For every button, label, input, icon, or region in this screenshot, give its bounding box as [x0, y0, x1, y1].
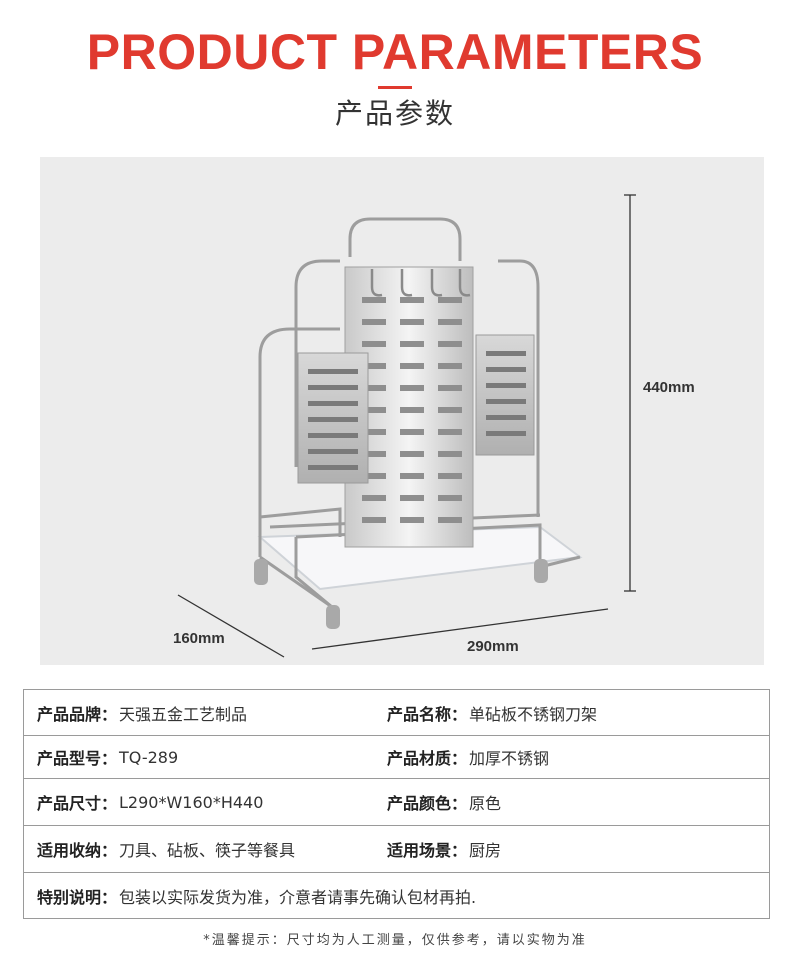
- width-dimension-label: 290mm: [467, 638, 519, 655]
- spec-value: 厨房: [469, 841, 502, 860]
- spec-value: L290*W160*H440: [119, 792, 264, 812]
- spec-note-row: 特别说明： 包装以实际发货为准，介意者请事先确认包材再拍.: [24, 873, 769, 918]
- spec-value: 天强五金工艺制品: [119, 704, 248, 724]
- spec-label: 产品材质：: [387, 749, 468, 768]
- product-photo: 440mm 160mm 290mm: [40, 157, 764, 665]
- rack-foot: [254, 559, 268, 585]
- spec-label: 适用场景：: [387, 841, 468, 860]
- spec-value: 单砧板不锈钢刀架: [469, 704, 598, 724]
- spec-note-label: 特别说明：: [37, 887, 118, 907]
- spec-value: 加厚不锈钢: [469, 749, 550, 768]
- spec-note-value: 包装以实际发货为准，介意者请事先确认包材再拍.: [119, 887, 477, 907]
- spec-row: 适用收纳： 刀具、砧板、筷子等餐具 适用场景： 厨房: [24, 826, 769, 873]
- spec-row: 产品型号： TQ-289 产品材质： 加厚不锈钢: [24, 736, 769, 779]
- spec-label: 产品名称：: [387, 704, 468, 724]
- spec-label: 产品尺寸：: [37, 794, 118, 813]
- height-dimension-label: 440mm: [643, 379, 695, 396]
- spec-value: 原色: [469, 794, 502, 813]
- rack-foot: [534, 559, 548, 583]
- spec-row: 产品尺寸： L290*W160*H440 产品颜色： 原色: [24, 779, 769, 826]
- spec-table: 产品品牌： 天强五金工艺制品 产品名称： 单砧板不锈钢刀架 产品型号： TQ-2…: [23, 689, 770, 919]
- dimension-lines: [177, 194, 636, 658]
- spec-label: 产品颜色：: [387, 794, 468, 813]
- spec-label: 产品品牌：: [37, 704, 118, 724]
- title-accent-rule: [378, 86, 412, 89]
- spec-label: 产品型号：: [37, 749, 118, 768]
- spec-row: 产品品牌： 天强五金工艺制品 产品名称： 单砧板不锈钢刀架: [24, 690, 769, 736]
- page-subtitle: 产品参数: [334, 97, 455, 130]
- spec-value: TQ-289: [119, 747, 179, 767]
- spec-label: 适用收纳：: [37, 841, 118, 860]
- knife-rack-illustration: [177, 194, 636, 658]
- knife-slots: [362, 297, 462, 523]
- disclaimer-footnote: *温馨提示：尺寸均为人工测量，仅供参考，请以实物为准: [203, 933, 587, 948]
- hooks: [370, 269, 471, 297]
- depth-dimension-label: 160mm: [173, 630, 225, 647]
- spec-value: 刀具、砧板、筷子等餐具: [119, 841, 296, 860]
- page-title: PRODUCT PARAMETERS: [86, 24, 704, 80]
- rack-foot: [326, 605, 340, 629]
